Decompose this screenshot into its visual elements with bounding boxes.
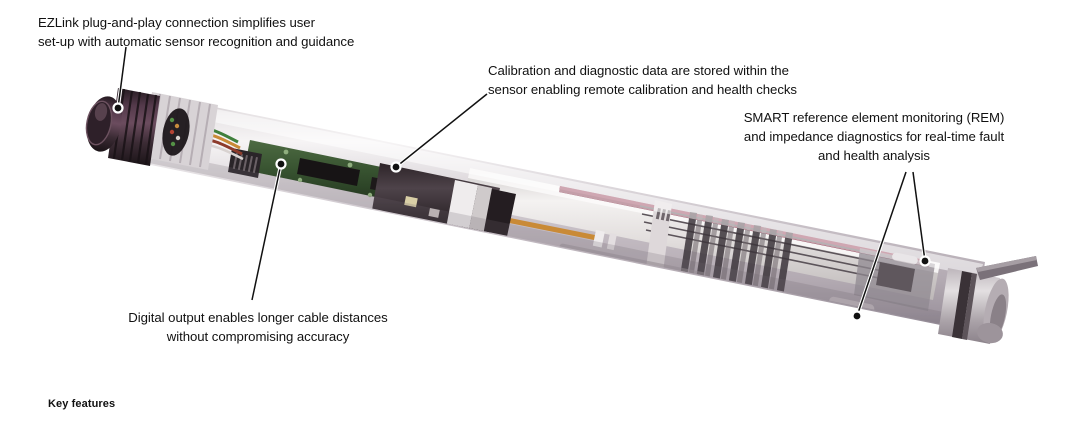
sensor-tip xyxy=(938,256,1038,344)
sensor-body xyxy=(141,94,985,332)
connector-pins xyxy=(162,108,190,156)
callout-ezlink-text: EZLink plug-and-play connection simplifi… xyxy=(38,15,355,49)
ezlink-connector xyxy=(85,88,160,166)
callout-smart-rem-text: SMART reference element monitoring (REM)… xyxy=(743,110,1005,163)
key-features-heading: Key features xyxy=(48,398,116,410)
callout-calibration-text: Calibration and diagnostic data are stor… xyxy=(488,63,797,97)
callout-digital-output-text: Digital output enables longer cable dist… xyxy=(128,310,388,344)
